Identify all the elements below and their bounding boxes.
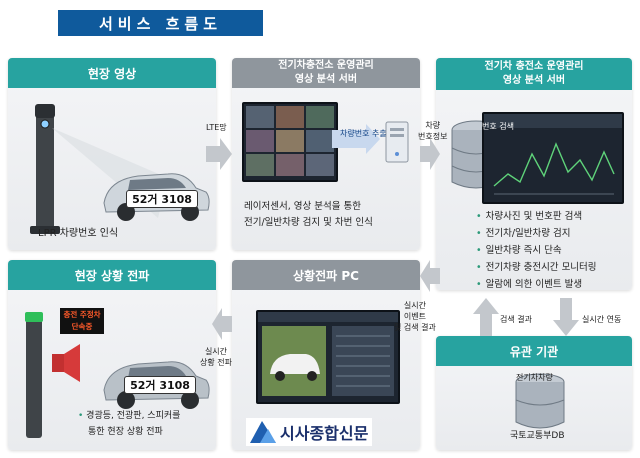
arrow-ops-to-pc	[420, 260, 440, 292]
led-sign-line2: 단속중	[71, 322, 93, 331]
analysis-monitor-content	[246, 106, 334, 176]
arrow-agency-to-ops	[473, 298, 499, 336]
analysis-server-header: 전기차충전소 운영관리 영상 분석 서버	[232, 58, 420, 88]
arrow-site-to-analysis	[206, 138, 232, 170]
analysis-desc-line1: 레이저센서, 영상 분석을 통한	[244, 201, 361, 212]
arrow-label-vehicle-number: 차량 번호정보	[418, 121, 448, 141]
arrow-label-realtime-propagation: 실시간 상황 전파	[200, 347, 232, 367]
site-video-header: 현장 영상	[8, 58, 216, 88]
lpr-pole	[36, 110, 54, 230]
diagram-title: 서비스 흐름도	[58, 10, 263, 36]
ops-feature-item: 전기차량 충전시간 모니터링	[476, 259, 597, 276]
plate-extract-label: 차량번호 추출	[340, 129, 387, 138]
propagation-car-wheel	[117, 391, 135, 409]
pc-monitor-content	[258, 312, 398, 396]
led-sign-board: 충전 주정차 단속중	[60, 308, 104, 334]
agency-database-icon	[515, 373, 565, 429]
arrow-label-realtime-link: 실시간 연동	[582, 315, 622, 324]
watermark-logo: 시사종합신문	[246, 418, 373, 446]
propagation-license-plate: 52거 3108	[124, 376, 196, 394]
extract-arrow-icon	[332, 124, 380, 154]
speaker-cone	[64, 344, 80, 382]
propagation-car-wheel	[181, 391, 199, 409]
car-window	[128, 178, 186, 190]
arrow-label-realtime-event: 실시간 이벤트 및 검색 결과	[394, 301, 436, 332]
pc-title: 상황전파 PC	[293, 268, 359, 283]
lpr-pole-base	[30, 226, 60, 234]
pc-header: 상황전파 PC	[232, 260, 420, 290]
ops-server-header: 전기차 충전소 운영관리 영상 분석 서버	[436, 58, 632, 90]
lpr-pole-head	[35, 104, 55, 118]
ops-server-panel: 전기차 충전소 운영관리 영상 분석 서버 번호 검색 차량사진 및 번호판 검…	[436, 58, 632, 290]
ops-feature-item: 전기차/일반차량 검지	[476, 225, 597, 242]
ops-feature-item: 알람에 의한 이벤트 발생	[476, 276, 597, 293]
analysis-desc-line2: 전기/일반차량 검지 및 차번 인식	[244, 217, 373, 228]
server-tower-icon	[385, 121, 409, 163]
lpr-lens	[40, 119, 50, 129]
propagation-desc-line1: • 경광등, 전광판, 스피커를	[78, 411, 181, 421]
site-video-title: 현장 영상	[87, 66, 137, 81]
site-video-caption: LPR 차량번호 인식	[38, 228, 119, 239]
arrow-analysis-to-ops	[420, 138, 440, 170]
beacon-light	[25, 312, 43, 322]
beacon-pole	[26, 318, 42, 438]
analysis-server-panel: 전기차충전소 운영관리 영상 분석 서버 차량번호 추출 레이저센서, 영상 분…	[232, 58, 420, 250]
ops-server-feature-list: 차량사진 및 번호판 검색 전기차/일반차량 검지 일반차량 즉시 단속 전기차…	[476, 208, 597, 293]
arrow-label-lte: LTE망	[206, 123, 227, 132]
agency-db-bottom-label: 국토교통부DB	[510, 431, 565, 441]
ops-monitor-label: 번호 검색	[482, 122, 514, 131]
arrow-ops-to-agency	[553, 298, 579, 336]
ops-monitor	[482, 112, 624, 204]
propagation-panel: 현장 상황 전파 충전 주정차 단속중 52거 3108 • 경광등, 전광판,…	[8, 260, 216, 450]
speaker-body	[52, 354, 64, 372]
propagation-desc-line2: 통한 현장 상황 전파	[88, 427, 163, 437]
propagation-header: 현장 상황 전파	[8, 260, 216, 290]
agency-panel: 유관 기관 전기차차량 국토교통부DB	[436, 336, 632, 450]
analysis-server-title-line2: 영상 분석 서버	[294, 74, 358, 85]
agency-db-top-label: 전기차차량	[516, 373, 553, 382]
ops-monitor-chart	[484, 114, 622, 195]
site-video-panel: 현장 영상 52거 3108 LPR 차량번호 인식	[8, 58, 216, 250]
ops-feature-item: 일반차량 즉시 단속	[476, 242, 597, 259]
analysis-monitor	[242, 102, 338, 182]
watermark-text: 시사종합신문	[280, 424, 369, 443]
pc-panel: 상황전파 PC	[232, 260, 420, 450]
ops-feature-item: 차량사진 및 번호판 검색	[476, 208, 597, 225]
analysis-server-title-line1: 전기차충전소 운영관리	[278, 60, 374, 71]
ops-server-title-line2: 영상 분석 서버	[502, 75, 566, 86]
propagation-title: 현장 상황 전파	[74, 268, 150, 283]
ops-server-title-line1: 전기차 충전소 운영관리	[484, 61, 584, 72]
license-plate: 52거 3108	[126, 190, 198, 208]
led-sign-line1: 충전 주정차	[63, 310, 101, 319]
agency-header: 유관 기관	[436, 336, 632, 366]
watermark-emblem	[250, 421, 276, 443]
agency-title: 유관 기관	[509, 344, 559, 359]
arrow-pc-to-propagation	[212, 308, 232, 340]
arrow-label-search-result: 검색 결과	[500, 315, 532, 324]
pc-monitor	[256, 310, 400, 404]
